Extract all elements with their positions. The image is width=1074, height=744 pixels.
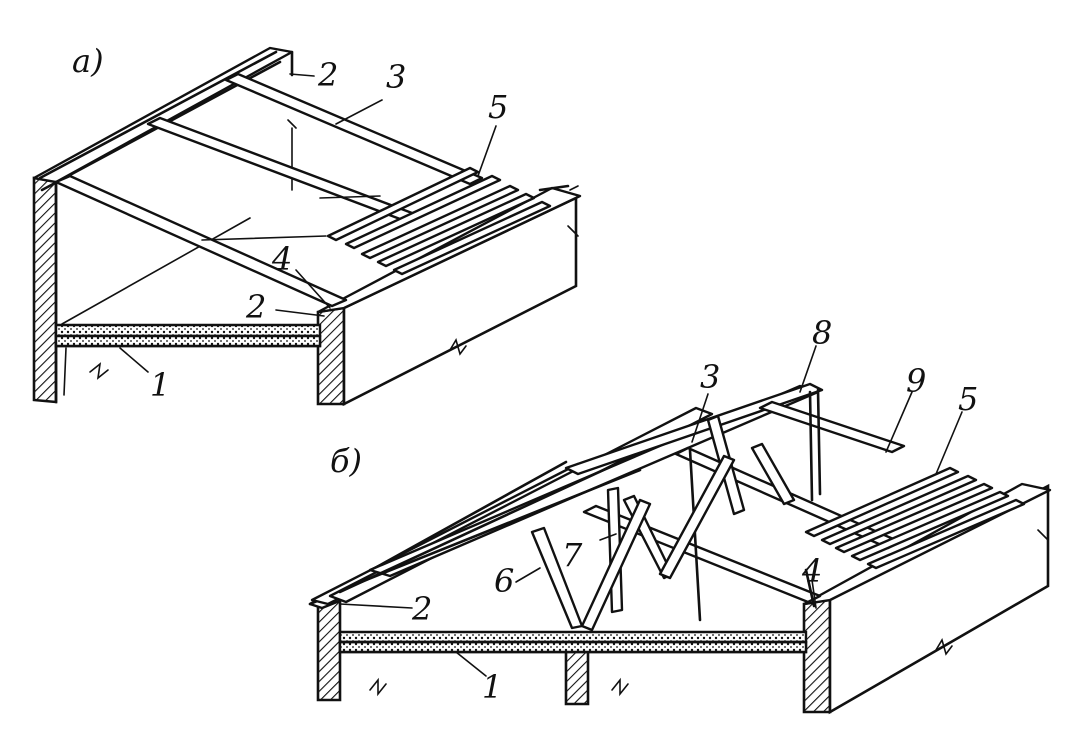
back-wall-a (287, 50, 297, 191)
figure-a: а) 2 3 5 4 2 1 (32, 42, 582, 407)
label-3-a: 3 (386, 58, 406, 96)
label-9-b: 9 (906, 362, 926, 400)
label-7-b: 7 (562, 536, 583, 574)
label-2-b: 2 (411, 590, 432, 628)
label-4-a: 4 (271, 240, 292, 278)
label-2-top: 2 (317, 56, 338, 94)
leaders-a (119, 73, 497, 373)
variant-label-a: а) (72, 42, 104, 80)
roof-frame-b (308, 382, 1026, 632)
label-8-b: 8 (812, 314, 832, 352)
label-1-b: 1 (482, 668, 502, 706)
leaders-b (339, 345, 963, 677)
variant-label-b: б) (330, 442, 362, 480)
label-3-b: 3 (700, 358, 720, 396)
roof-frame-a (38, 50, 570, 308)
label-5-a: 5 (488, 88, 508, 126)
figure-b: б) 3 8 9 5 7 6 4 2 1 (308, 314, 1052, 715)
floor-slab-a (54, 217, 322, 396)
label-6-b: 6 (494, 562, 514, 600)
label-1-a: 1 (150, 366, 170, 404)
label-2-bottom: 2 (245, 288, 266, 326)
floor-slab-b (338, 630, 808, 654)
label-5-b: 5 (958, 380, 978, 418)
label-4-b: 4 (801, 552, 822, 590)
